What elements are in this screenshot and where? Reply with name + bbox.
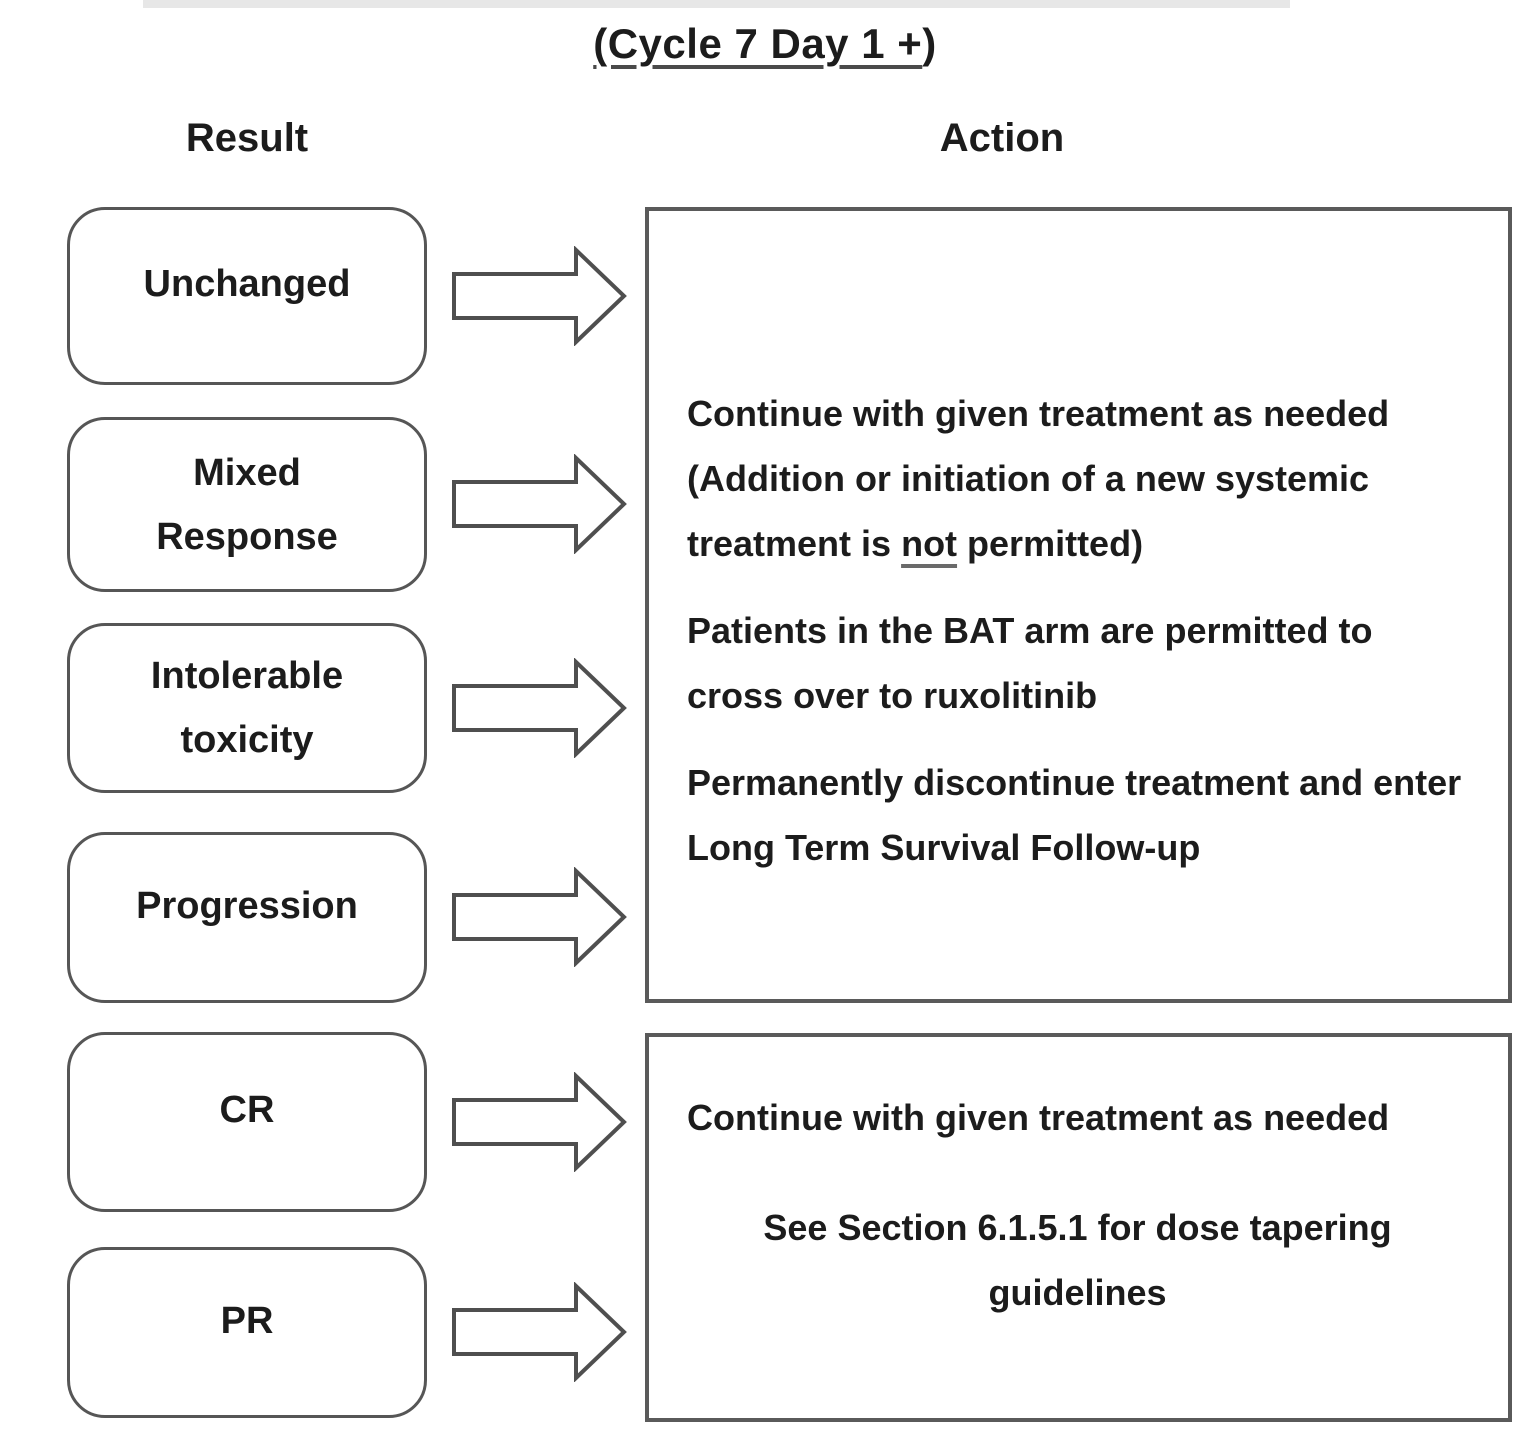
right-arrow-icon	[452, 246, 628, 346]
action-paragraph-bat-crossover: Patients in the BAT arm are permitted to…	[687, 609, 1373, 716]
right-arrow-icon	[452, 454, 628, 554]
page-title-underlined: (Cycle 7 Day 1 +	[593, 20, 923, 67]
paragraph-text: Continue with given treatment as needed …	[687, 392, 1390, 564]
page-title: (Cycle 7 Day 1 +)	[0, 20, 1530, 68]
top-edge-artifact	[143, 0, 1290, 8]
result-box-label: Unchanged	[143, 263, 351, 305]
result-box-label: Progression	[136, 884, 358, 927]
result-box-label: CR	[219, 1089, 275, 1131]
result-box-cr: CR	[67, 1032, 427, 1212]
page-title-suffix: )	[922, 20, 937, 67]
result-box-label: PR	[220, 1299, 274, 1342]
right-arrow-icon	[452, 658, 628, 758]
column-header-result: Result	[185, 116, 309, 160]
result-box-mixed-response: Mixed Response	[67, 417, 427, 592]
action-box-cr-pr: Continue with given treatment as needed …	[645, 1033, 1512, 1422]
not-emphasis: not	[901, 522, 958, 564]
action-paragraph-discontinue: Permanently discontinue treatment and en…	[687, 761, 1462, 868]
right-arrow-icon	[452, 1282, 628, 1382]
action-box-continue-or-discontinue: Continue with given treatment as needed …	[645, 207, 1512, 1003]
result-box-label: Intolerable toxicity	[150, 655, 344, 761]
action-paragraph-dose-tapering: See Section 6.1.5.1 for dose tapering gu…	[763, 1207, 1392, 1313]
paragraph-text: permitted)	[957, 522, 1144, 564]
right-arrow-icon	[452, 1072, 628, 1172]
result-box-unchanged: Unchanged	[67, 207, 427, 385]
action-paragraph-continue-treatment: Continue with given treatment as needed	[687, 1097, 1390, 1138]
action-paragraph-continue-treatment: Continue with given treatment as needed …	[687, 381, 1468, 576]
right-arrow-icon	[452, 867, 628, 967]
result-box-pr: PR	[67, 1247, 427, 1418]
column-header-action: Action	[939, 116, 1065, 160]
result-box-progression: Progression	[67, 832, 427, 1003]
result-box-intolerable-toxicity: Intolerable toxicity	[67, 623, 427, 793]
result-box-label: Mixed Response	[156, 451, 338, 558]
